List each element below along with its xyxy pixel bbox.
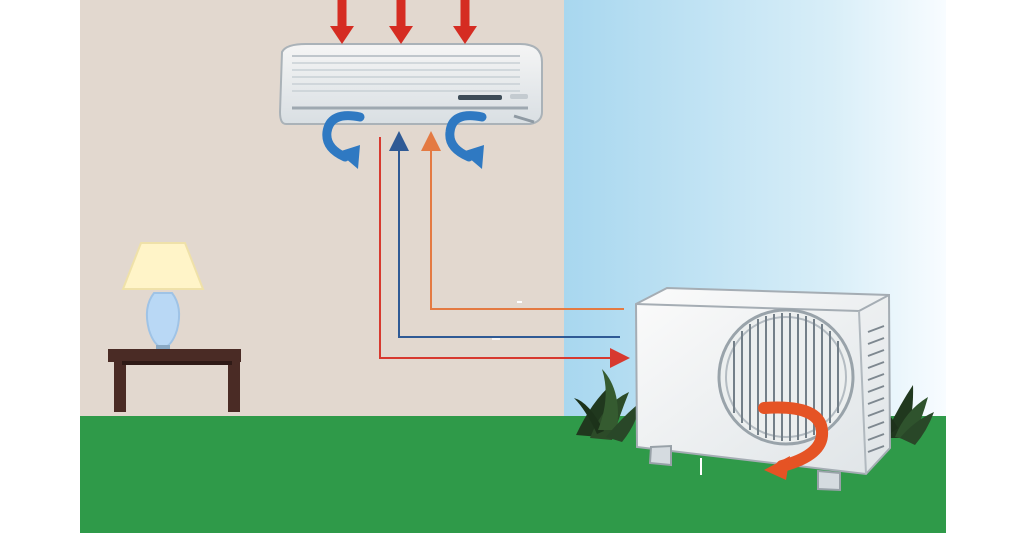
outdoor-exhaust-arrow [758, 401, 829, 480]
left-shrub [574, 369, 642, 442]
refrigerant-lines [379, 131, 630, 368]
intake-hot-air-arrows [330, 0, 477, 44]
cool-air-output-arrows [322, 111, 487, 169]
table-lamp [121, 242, 205, 350]
indoor-ac-unit [278, 43, 543, 125]
side-table [108, 349, 241, 412]
